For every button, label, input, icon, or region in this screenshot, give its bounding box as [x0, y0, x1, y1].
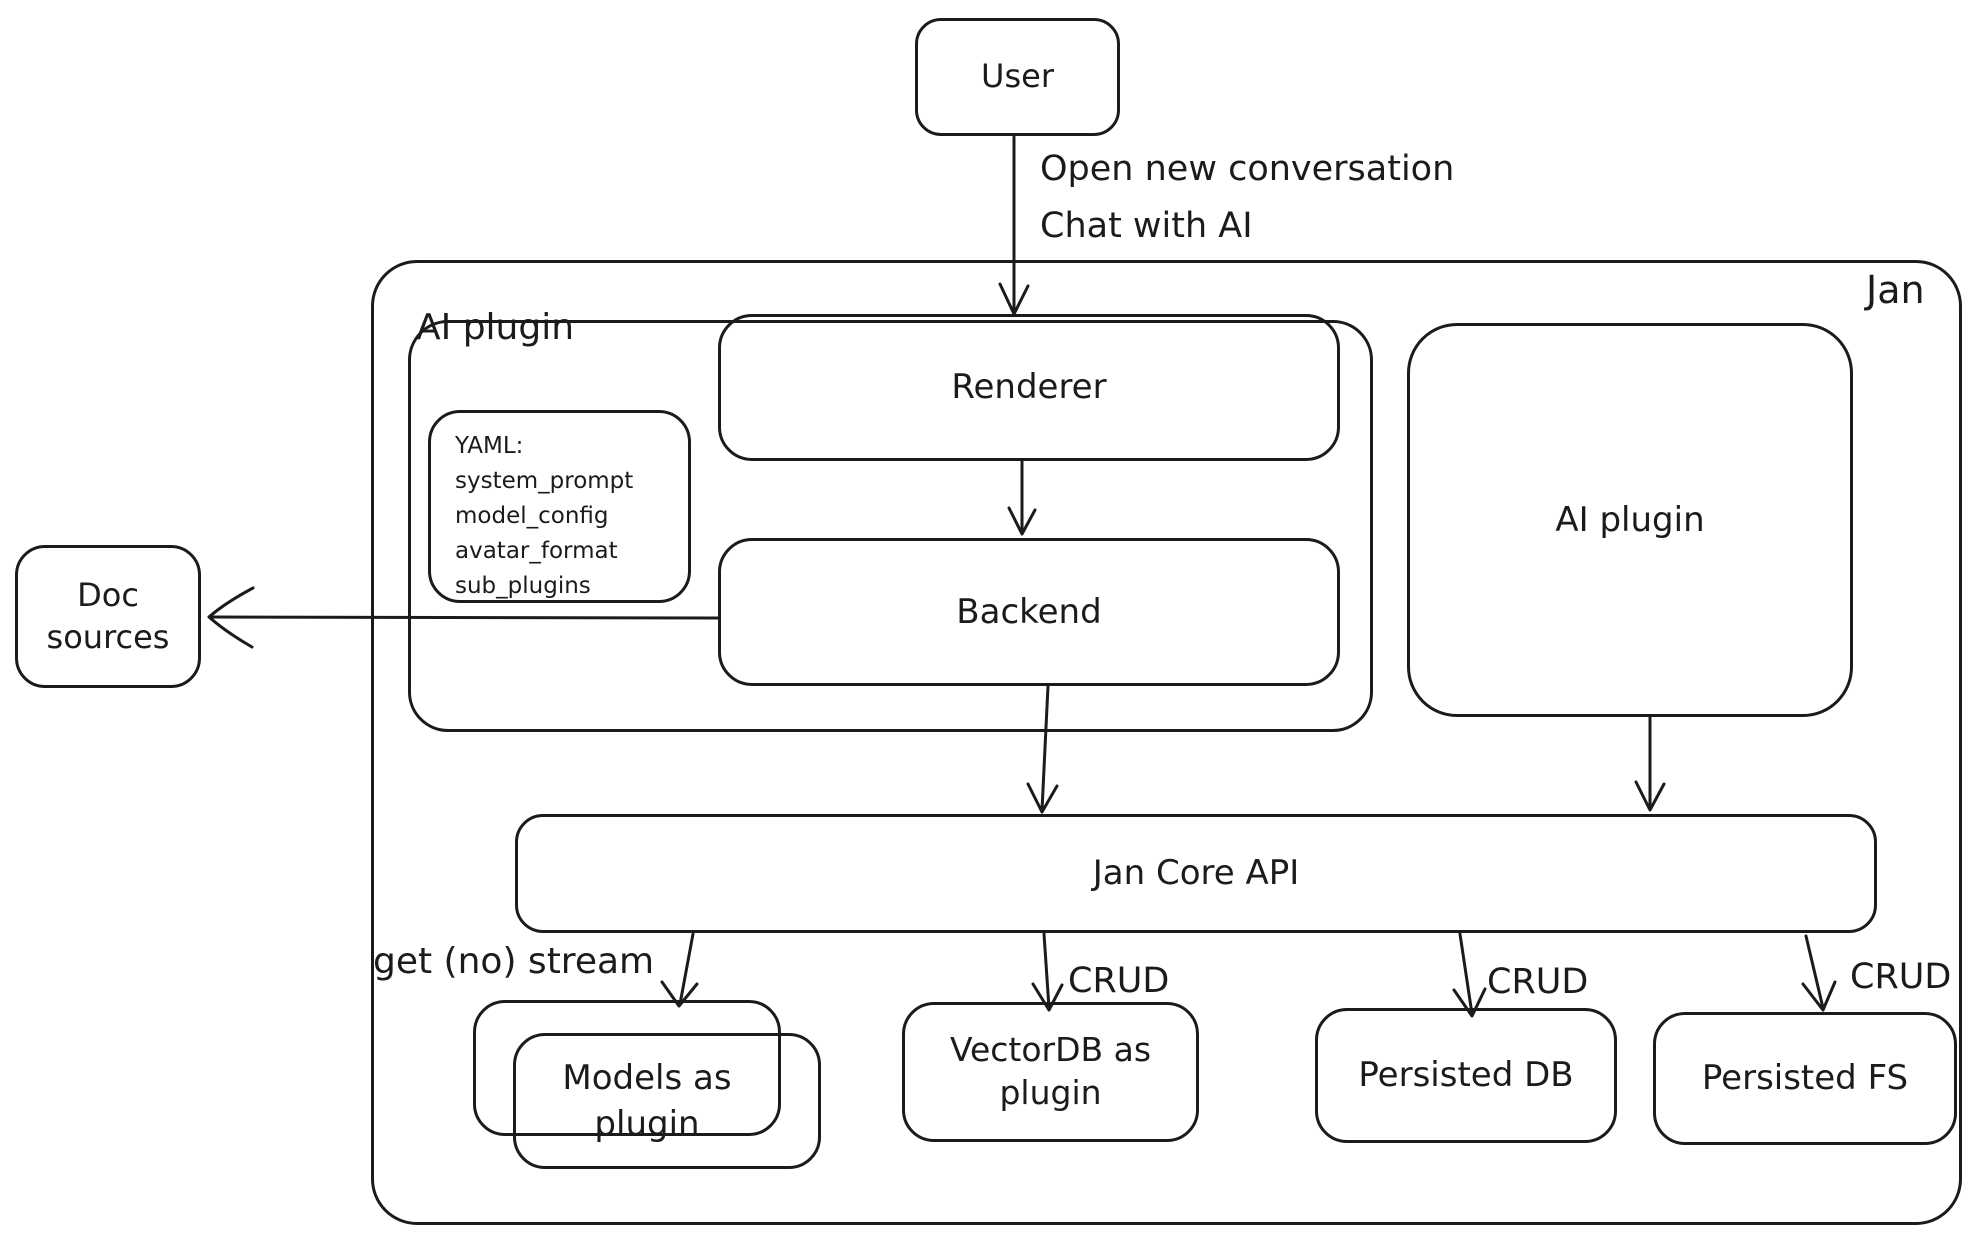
- persisted-db-node: Persisted DB: [1315, 1008, 1617, 1143]
- yaml-note: YAML: system_prompt model_config avatar_…: [428, 410, 691, 603]
- vectordb-node: VectorDB as plugin: [902, 1002, 1199, 1142]
- yaml-note-line: avatar_format: [455, 537, 618, 564]
- yaml-note-line: model_config: [455, 502, 609, 529]
- doc-sources-node: Doc sources: [15, 545, 201, 688]
- edge-label-crud-vectordb: CRUD: [1068, 961, 1170, 1001]
- yaml-note-line: system_prompt: [455, 467, 634, 494]
- edge-label-crud-persisted-db: CRUD: [1487, 962, 1589, 1002]
- user-node: User: [915, 18, 1120, 136]
- models-back-box: [473, 1000, 781, 1136]
- persisted-fs-node: Persisted FS: [1653, 1012, 1957, 1145]
- renderer-node: Renderer: [718, 314, 1340, 461]
- vectordb-node-label: VectorDB as plugin: [949, 1030, 1152, 1112]
- persisted-fs-node-label: Persisted FS: [1701, 1058, 1909, 1099]
- edge-label-get-no-stream: get (no) stream: [373, 941, 655, 982]
- ai-plugin-group-label: AI plugin: [416, 307, 575, 348]
- jan-container: [371, 260, 1962, 1225]
- yaml-note-text: YAML: system_prompt model_config avatar_…: [455, 429, 633, 604]
- models-as-plugin-label: Models as plugin: [562, 1058, 732, 1144]
- backend-node: Backend: [718, 538, 1340, 686]
- ai-plugin-node-label: AI plugin: [1555, 499, 1705, 540]
- renderer-node-label: Renderer: [951, 367, 1107, 408]
- yaml-note-line: YAML:: [455, 433, 524, 459]
- persisted-db-node-label: Persisted DB: [1358, 1055, 1574, 1096]
- models-front-box: [513, 1033, 821, 1169]
- user-node-label: User: [981, 57, 1054, 96]
- edge-label-crud-persisted-fs: CRUD: [1850, 957, 1952, 997]
- backend-node-label: Backend: [956, 591, 1102, 632]
- jan-container-label: Jan: [1866, 268, 1925, 312]
- yaml-note-line: sub_plugins: [455, 572, 591, 599]
- ai-plugin-group: [408, 320, 1373, 732]
- doc-sources-node-label: Doc sources: [46, 575, 170, 656]
- jan-core-api-node: Jan Core API: [515, 814, 1877, 933]
- jan-core-api-node-label: Jan Core API: [1092, 853, 1300, 894]
- edge-label-chat-with-ai: Chat with AI: [1040, 206, 1253, 246]
- edge-label-open-new-conversation: Open new conversation: [1040, 149, 1455, 189]
- ai-plugin-node: AI plugin: [1407, 323, 1853, 717]
